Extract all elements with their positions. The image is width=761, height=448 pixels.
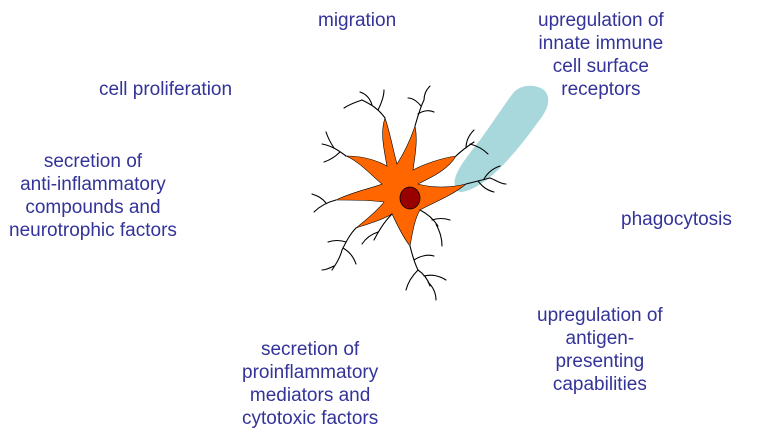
label-anti-inflammatory: secretion of anti-inflammatory compounds… — [9, 150, 177, 242]
label-migration: migration — [318, 9, 396, 32]
nucleus — [400, 187, 420, 209]
label-innate-immune-receptors: upregulation of innate immune cell surfa… — [538, 9, 664, 101]
cell-body — [336, 118, 466, 246]
label-cell-proliferation: cell proliferation — [99, 78, 232, 101]
label-antigen-presenting: upregulation of antigen- presenting capa… — [537, 304, 663, 396]
label-proinflammatory: secretion of proinflammatory mediators a… — [242, 338, 378, 430]
pathogen-blob — [455, 86, 549, 192]
label-phagocytosis: phagocytosis — [621, 208, 732, 231]
